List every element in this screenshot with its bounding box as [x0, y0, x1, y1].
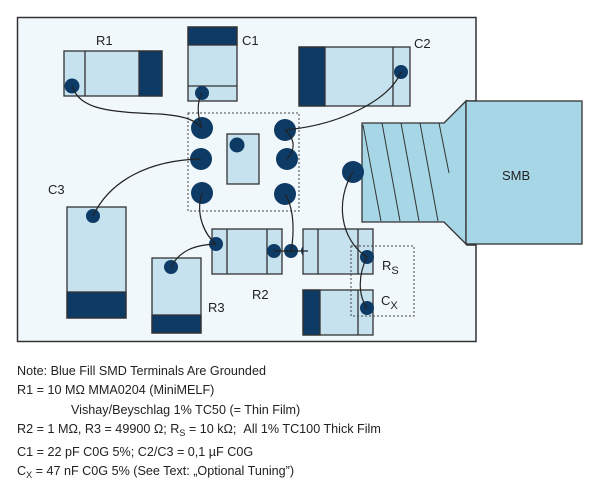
note-r2-r3-rs-tail: = 10 kΩ; All 1% TC100 Thick Film [185, 421, 381, 436]
smb-label: SMB [502, 168, 530, 183]
rs-component [302, 228, 374, 275]
smb-connector-body [465, 100, 583, 245]
component-notes: Note: Blue Fill SMD Terminals Are Ground… [17, 362, 381, 486]
cx-grounded-terminal [302, 289, 321, 336]
wire-traces [71, 71, 402, 309]
c2-label: C2 [414, 36, 431, 51]
c1-component: C1 [187, 26, 259, 102]
smb-connector: SMB [361, 99, 583, 246]
ic-center-pad [229, 137, 245, 153]
c2-component: C2 [298, 36, 431, 107]
wire-rs-to-cx [359, 256, 368, 309]
smb-thread-line [438, 122, 450, 174]
rs-body [302, 228, 374, 275]
smb-thread-line [362, 124, 382, 222]
note-rs-subscript: S [179, 427, 186, 438]
cx-label: CX [381, 293, 398, 312]
r3-component: R3 [151, 257, 225, 334]
smb-thread-line [400, 122, 420, 222]
c3-component: C3 [48, 182, 127, 319]
note-grounded: Note: Blue Fill SMD Terminals Are Ground… [17, 364, 266, 378]
cx-component [302, 289, 374, 336]
c1-grounded-terminal [187, 26, 238, 46]
note-r2-r3-rs-text: R2 = 1 MΩ, R3 = 49900 Ω; R [17, 421, 180, 436]
note-cx-text: C [17, 464, 27, 479]
wire-ic-pins-8-7 [284, 129, 294, 160]
wire-r3-to-r2 [170, 243, 217, 268]
note-r2-r3-rs: R2 = 1 MΩ, R3 = 49900 Ω; RS = 10 kΩ; All… [17, 420, 381, 443]
smb-thread-line [419, 122, 439, 222]
r2-component: R2 [209, 228, 283, 302]
wire-r1-to-ic [71, 85, 203, 129]
c2-grounded-terminal [298, 46, 326, 107]
wire-ic-to-junction [284, 193, 294, 252]
smb-thread-line [381, 122, 401, 222]
r1-component: R1 [63, 33, 163, 97]
pcb-layout-diagram: SMB R1 C1 C2 C3 [16, 16, 583, 343]
note-cx: CX = 47 nF C0G 5% (See Text: „Optional T… [17, 462, 381, 485]
wire-c3-to-ic [92, 158, 202, 217]
r3-label: R3 [208, 300, 225, 315]
ic-footprint-outline [187, 112, 300, 212]
c3-grounded-terminal [66, 291, 127, 319]
r1-grounded-terminal [138, 50, 163, 97]
rs-label: RS [382, 258, 399, 277]
r1-label: R1 [96, 33, 113, 48]
note-r1: R1 = 10 MΩ MMA0204 (MiniMELF) [17, 383, 215, 398]
c1-label: C1 [242, 33, 259, 48]
note-cx-tail: = 47 nF C0G 5% (See Text: „Optional Tuni… [32, 464, 295, 479]
r2-label: R2 [252, 287, 269, 302]
wire-c1-to-ic [197, 92, 203, 129]
note-r1-detail: Vishay/Beyschlag 1% TC50 (= Thin Film) [71, 402, 301, 417]
optional-tuning-outline [350, 245, 415, 317]
r3-grounded-terminal [151, 314, 202, 334]
note-cx-subscript: X [26, 470, 33, 481]
note-capacitors: C1 = 22 pF C0G 5%; C2/C3 = 0,1 µF C0G [17, 445, 254, 460]
wire-smb-to-rs [341, 171, 368, 258]
wire-ic-to-r2 [199, 192, 217, 245]
smb-connector-neck [361, 99, 467, 246]
c3-label: C3 [48, 182, 65, 197]
wire-c2-to-ic [284, 71, 402, 131]
